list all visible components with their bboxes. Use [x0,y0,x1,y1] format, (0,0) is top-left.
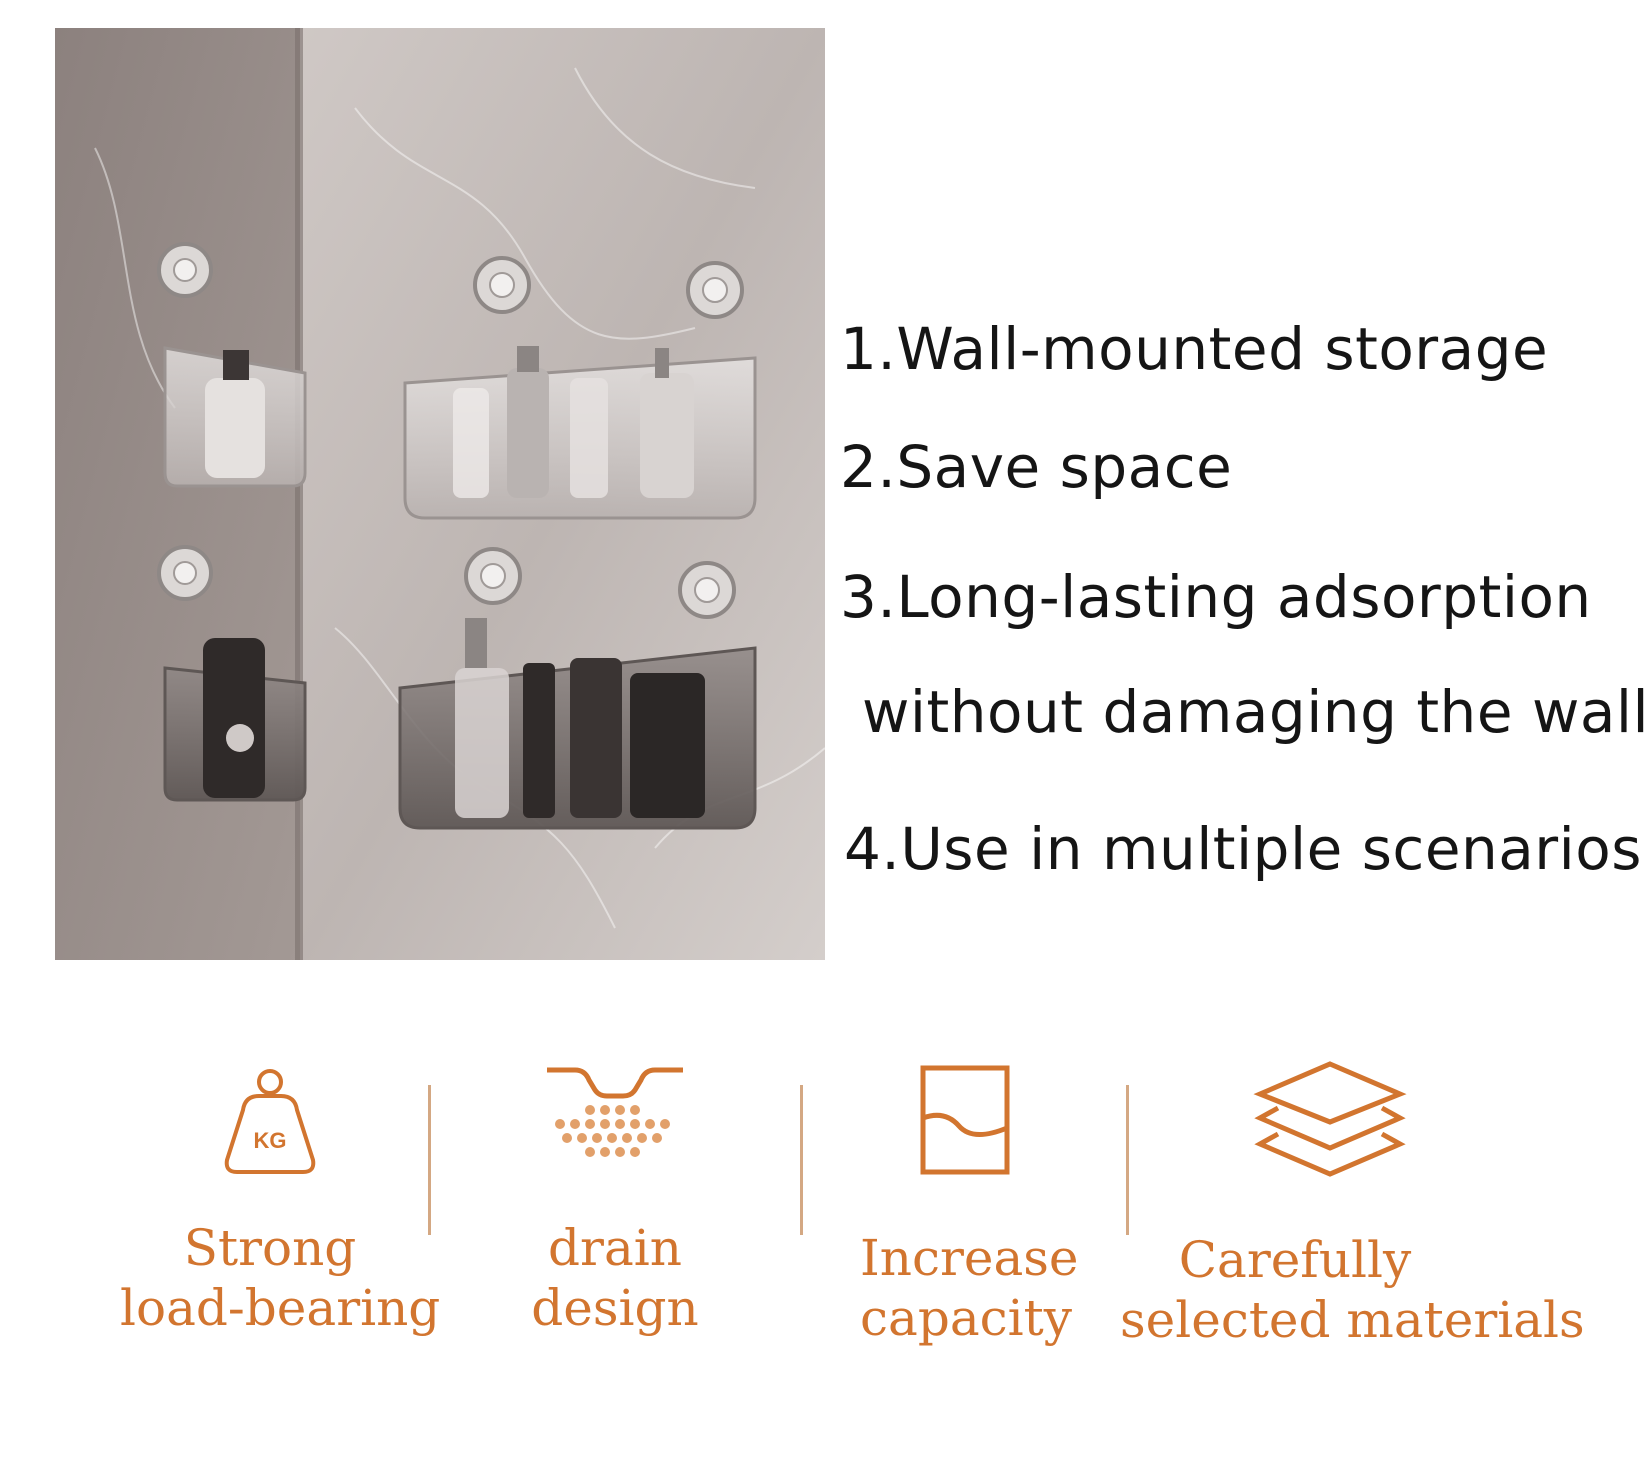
divider [800,1085,803,1235]
feature-label-line1: drain [548,1219,682,1277]
feature-increase-capacity: Increase capacity [860,1060,1079,1390]
feature-load-bearing: KG Strong load-bearing [120,1060,441,1390]
layers-icon [1253,1061,1407,1177]
icon-feature-row: KG Strong load-bearing drain design Incr… [0,1060,1600,1390]
feature-save-space: 2.Save space [840,433,1233,501]
feature-wall-mounted: 1.Wall-mounted storage [840,315,1549,383]
feature-adsorption: 3.Long-lasting adsorption [840,563,1592,631]
product-photo [55,28,826,960]
feature-label-line1: Strong [183,1219,357,1277]
kg-weight-icon: KG [224,1069,316,1174]
feature-label-line1: Carefully [1178,1231,1412,1289]
feature-label-line2: load-bearing [120,1279,441,1337]
feature-adsorption-detail: without damaging the wall [862,678,1649,746]
divider [1126,1085,1129,1235]
kg-label: KG [254,1128,287,1153]
capacity-icon [920,1065,1010,1175]
feature-label-line2: selected materials [1120,1291,1585,1349]
divider [428,1085,431,1235]
feature-multiple-scenarios: 4.Use in multiple scenarios [844,815,1642,883]
feature-label-line2: capacity [860,1289,1072,1347]
drain-icon [547,1067,683,1157]
feature-list: 1.Wall-mounted storage 2.Save space 3.Lo… [840,0,1649,960]
feature-label-line2: design [531,1279,699,1337]
feature-label-line1: Increase [860,1229,1079,1287]
feature-drain-design: drain design [500,1060,730,1390]
feature-selected-materials: Carefully selected materials [1120,1060,1585,1390]
